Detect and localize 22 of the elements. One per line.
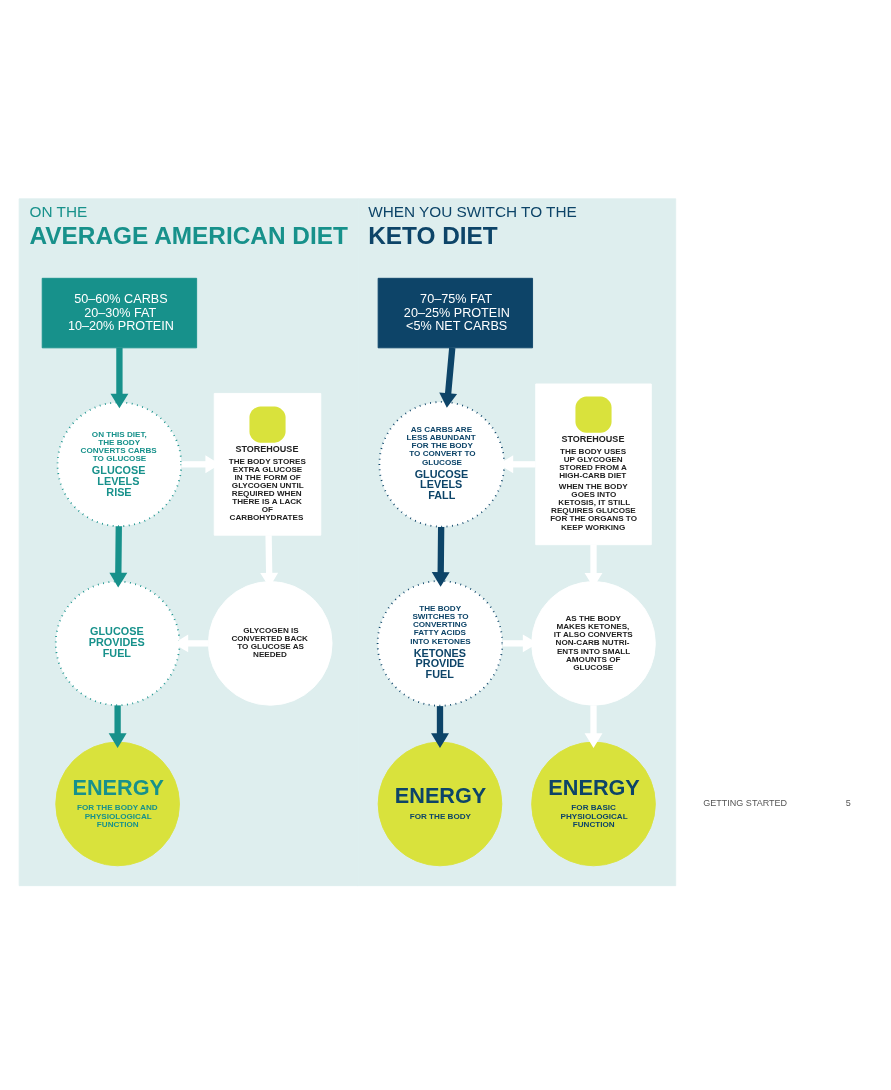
- label: 5: [845, 797, 851, 808]
- node-box: STOREHOUSE THE BODY USES UP GLYCOGEN STORED FROM A HIGH-CARB DIET WHEN THE BODY GOES INTO KETOSIS, IT STILL REQUIRES GLUCOSE FOR THE ORGANS TO KEEP WORKING: [535, 383, 652, 545]
- node-box: STOREHOUSE THE BODY STORES EXTRA GLUCOSE IN THE FORM OF GLYCOGEN UNTIL REQUIRED WHEN THERE IS A LACK OF CARBOHYDRATES: [213, 392, 322, 536]
- node-circle: AS CARBS ARE LESS ABUNDANT FOR THE BODY TO CONVERT TO GLUCOSE GLUCOSE LEVELS FALL: [378, 400, 506, 528]
- arrow: [110, 347, 129, 408]
- node-circle: AS THE BODY MAKES KETONES, IT ALSO CONVERTS NON-CARB NUTRI- ENTS INTO SMALL AMOUNTS OF GLUCOSE: [531, 580, 656, 706]
- label: GETTING STARTED: [703, 797, 788, 808]
- arrow: [431, 705, 449, 748]
- arrow: [108, 704, 127, 748]
- arrow: [439, 347, 458, 408]
- arrow: [109, 525, 128, 587]
- node-circle: ENERGY FOR THE BODY AND PHYSIOLOGICAL FUNCTION: [55, 741, 180, 866]
- node-circle: ON THIS DIET, THE BODY CONVERTS CARBS TO GLUCOSE GLUCOSE LEVELS RISE: [56, 401, 183, 527]
- node-box: 50–60% CARBS 20–30% FAT 10–20% PROTEIN: [41, 277, 198, 348]
- node-circle: GLYCOGEN IS CONVERTED BACK TO GLUCOSE AS NEEDED: [207, 580, 333, 706]
- node-box: 70–75% FAT 20–25% PROTEIN <5% NET CARBS: [377, 277, 533, 348]
- node-circle: GLUCOSE PROVIDES FUEL: [54, 580, 181, 706]
- arrow: [584, 704, 603, 748]
- arrow: [431, 526, 450, 587]
- node-circle: ENERGY FOR THE BODY: [377, 741, 503, 866]
- node-circle: THE BODY SWITCHES TO CONVERTING FATTY ACIDS INTO KETONES KETONES PROVIDE FUEL: [376, 579, 504, 707]
- node-circle: ENERGY FOR BASIC PHYSIOLOGICAL FUNCTION: [531, 741, 656, 866]
